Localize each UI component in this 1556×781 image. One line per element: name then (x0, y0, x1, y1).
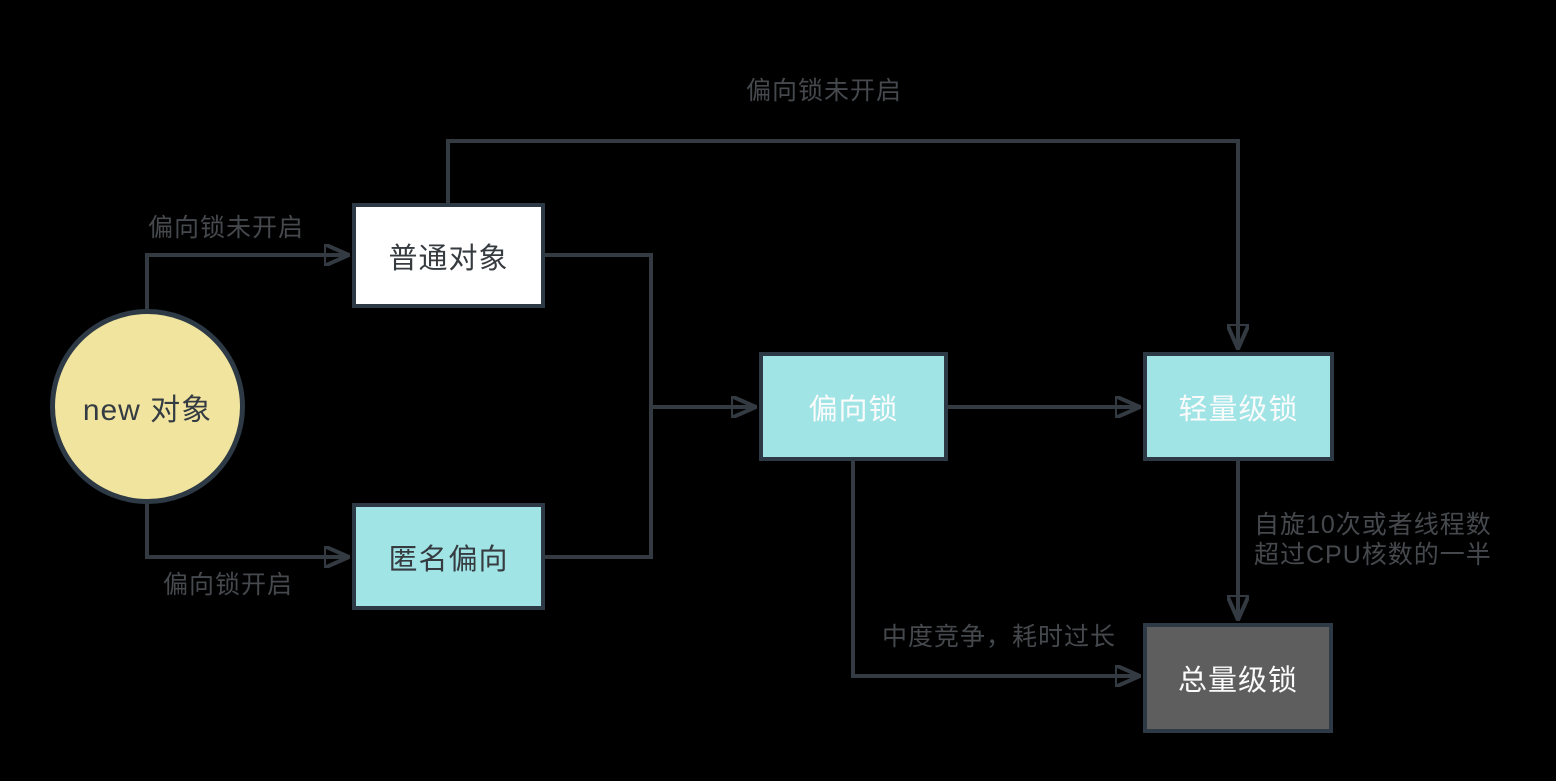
edge-label-spin-condition: 自旋10次或者线程数 超过CPU核数的一半 (1254, 511, 1492, 569)
edge-label-to-normal: 偏向锁未开启 (148, 214, 305, 242)
node-normal-object-label: 普通对象 (388, 242, 509, 275)
edge-new-to-anonymous (145, 502, 349, 557)
edge-merge-bracket (545, 253, 653, 559)
node-normal-object: 普通对象 (352, 203, 545, 308)
node-lightweight-lock-label: 轻量级锁 (1178, 393, 1299, 426)
node-lightweight-lock: 轻量级锁 (1143, 352, 1334, 461)
edge-normal-to-lightweight-bypass (446, 139, 1238, 349)
node-anonymous-bias: 匿名偏向 (352, 503, 545, 610)
node-biased-lock: 偏向锁 (759, 352, 948, 461)
node-anonymous-bias-label: 匿名偏向 (388, 543, 509, 576)
node-biased-lock-label: 偏向锁 (808, 393, 899, 426)
node-new-object-label: new 对象 (82, 393, 213, 427)
edge-new-to-normal (145, 255, 349, 309)
node-heavyweight-lock: 总量级锁 (1143, 623, 1333, 733)
edge-label-to-anonymous: 偏向锁开启 (163, 571, 294, 599)
node-new-object: new 对象 (50, 309, 245, 504)
edge-biased-to-heavyweight (851, 461, 1140, 676)
node-heavyweight-lock-label: 总量级锁 (1177, 665, 1298, 697)
edge-label-bypass-top: 偏向锁未开启 (746, 77, 903, 105)
edge-label-moderate-contention: 中度竞争，耗时过长 (882, 623, 1117, 651)
